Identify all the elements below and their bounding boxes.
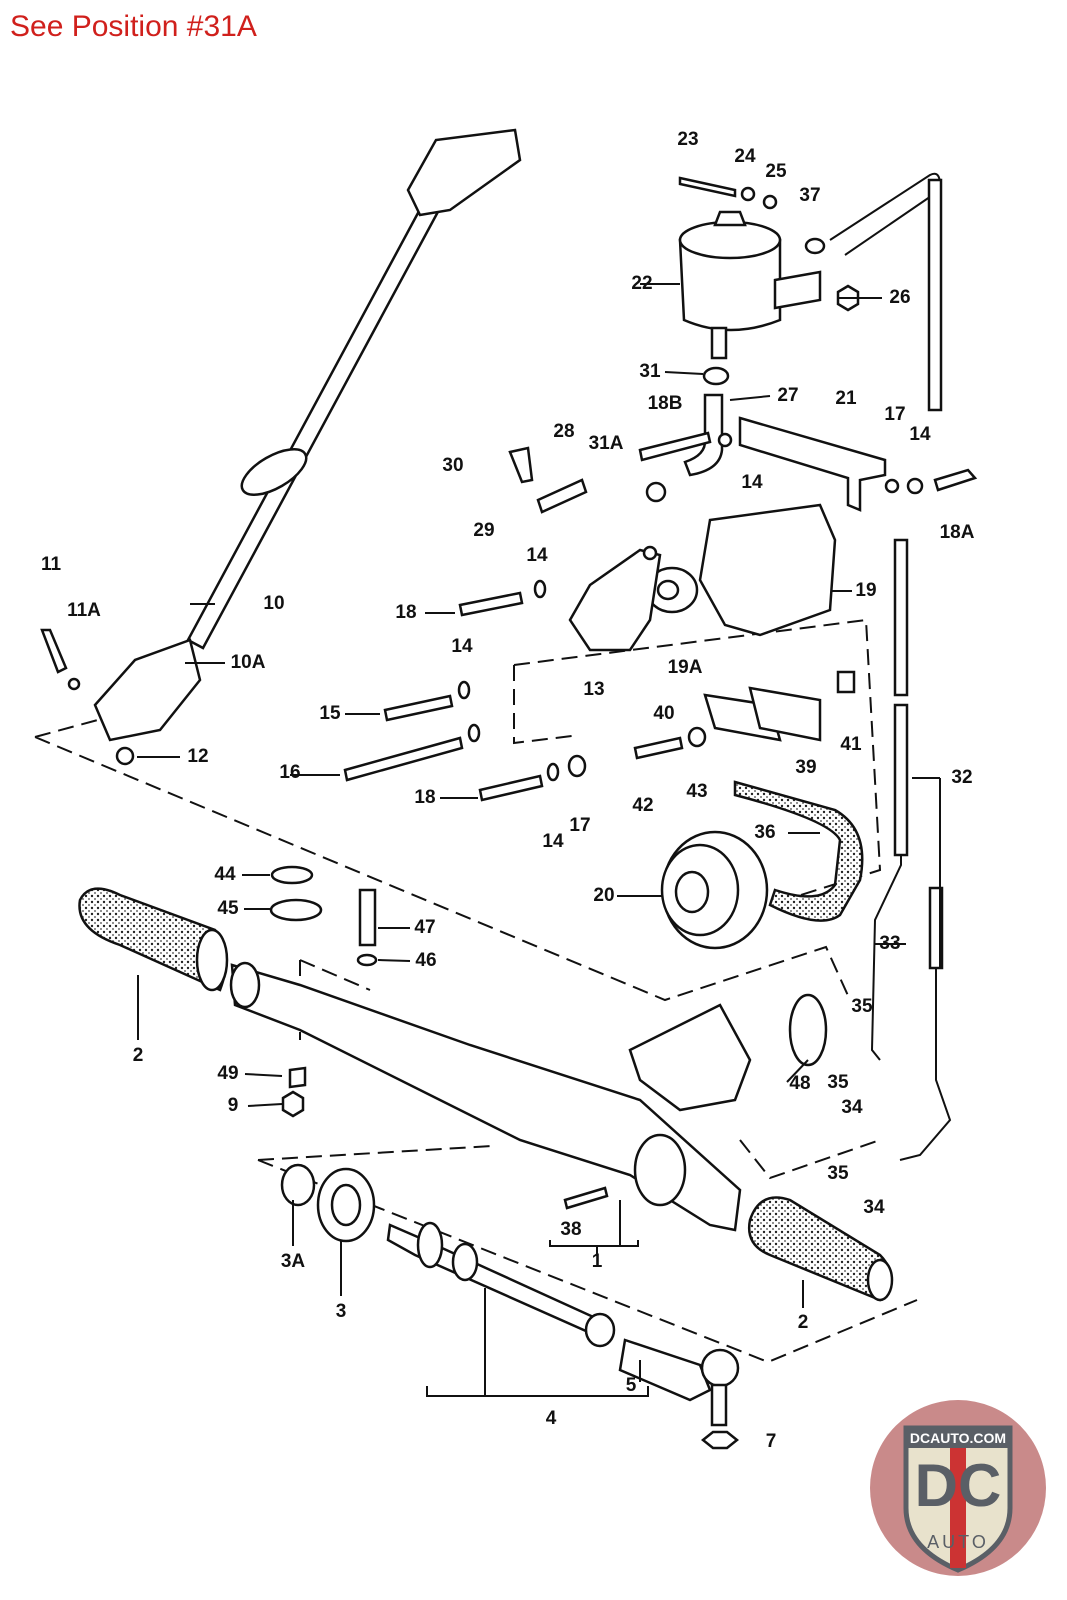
callout-24: 24 bbox=[734, 146, 756, 167]
pump-bracket bbox=[508, 393, 978, 514]
callout-36: 36 bbox=[754, 822, 775, 843]
callout-1: 1 bbox=[592, 1251, 603, 1272]
callout-35: 35 bbox=[851, 996, 873, 1017]
fasteners bbox=[343, 579, 856, 802]
callout-14: 14 bbox=[451, 636, 473, 657]
pressure-lines bbox=[870, 538, 952, 1161]
callout-3: 3 bbox=[336, 1301, 347, 1322]
callout-9: 9 bbox=[228, 1095, 239, 1116]
callout-34: 34 bbox=[841, 1097, 863, 1118]
callout-14: 14 bbox=[741, 472, 763, 493]
callout-18a: 18A bbox=[940, 522, 975, 543]
callout-10a: 10A bbox=[231, 652, 266, 673]
callout-5: 5 bbox=[626, 1375, 637, 1396]
callout-16: 16 bbox=[279, 762, 300, 783]
callout-46: 46 bbox=[415, 950, 436, 971]
callout-17: 17 bbox=[884, 404, 905, 425]
callout-30: 30 bbox=[442, 455, 463, 476]
callout-4: 4 bbox=[546, 1408, 557, 1429]
callout-47: 47 bbox=[414, 917, 435, 938]
callout-7: 7 bbox=[766, 1431, 777, 1452]
callout-18: 18 bbox=[414, 787, 435, 808]
dcauto-logo: DCAUTO.COM DC AUTO bbox=[870, 1400, 1046, 1576]
callout-40: 40 bbox=[653, 703, 674, 724]
reservoir bbox=[678, 172, 943, 412]
callout-49: 49 bbox=[217, 1063, 238, 1084]
callout-28: 28 bbox=[553, 421, 574, 442]
see-position-note: See Position #31A bbox=[10, 10, 257, 43]
callout-10: 10 bbox=[263, 593, 284, 614]
power-steering-pump bbox=[568, 503, 837, 652]
callout-2: 2 bbox=[798, 1312, 809, 1333]
callout-18b: 18B bbox=[648, 393, 683, 414]
callout-11a: 11A bbox=[67, 600, 101, 621]
callout-14: 14 bbox=[526, 545, 548, 566]
callout-35: 35 bbox=[827, 1163, 849, 1184]
callout-48: 48 bbox=[789, 1073, 810, 1094]
callout-39: 39 bbox=[795, 757, 816, 778]
rack-boots bbox=[78, 887, 894, 1302]
callout-35: 35 bbox=[827, 1072, 849, 1093]
callout-19a: 19A bbox=[668, 657, 703, 678]
callout-34: 34 bbox=[863, 1197, 885, 1218]
callout-37: 37 bbox=[799, 185, 820, 206]
callout-15: 15 bbox=[319, 703, 341, 724]
callout-31a: 31A bbox=[589, 433, 624, 454]
steering-rack bbox=[229, 865, 828, 1243]
callout-38: 38 bbox=[560, 1219, 581, 1240]
tie-rod bbox=[386, 1221, 740, 1450]
callout-27: 27 bbox=[777, 385, 798, 406]
callout-3a: 3A bbox=[281, 1251, 306, 1272]
callout-23: 23 bbox=[677, 129, 698, 150]
callout-20: 20 bbox=[593, 885, 614, 906]
logo-top-text: DCAUTO.COM bbox=[910, 1430, 1006, 1446]
callout-43: 43 bbox=[686, 781, 707, 802]
callout-22: 22 bbox=[631, 273, 652, 294]
callout-11: 11 bbox=[41, 554, 62, 575]
callout-14: 14 bbox=[542, 831, 564, 852]
callout-44: 44 bbox=[214, 864, 236, 885]
callout-2: 2 bbox=[133, 1045, 144, 1066]
callout-33: 33 bbox=[879, 933, 900, 954]
steering-shaft bbox=[40, 128, 522, 766]
callout-31: 31 bbox=[639, 361, 661, 382]
callout-32: 32 bbox=[951, 767, 972, 788]
belt-and-pulley bbox=[660, 780, 864, 950]
callout-19: 19 bbox=[855, 580, 876, 601]
callout-45: 45 bbox=[217, 898, 239, 919]
callout-17: 17 bbox=[569, 815, 590, 836]
callout-labels: 23 24 25 37 22 26 31 27 18B 21 17 14 28 … bbox=[41, 129, 975, 1452]
logo-bottom-text: AUTO bbox=[927, 1532, 989, 1552]
callout-21: 21 bbox=[835, 388, 857, 409]
callout-25: 25 bbox=[765, 161, 787, 182]
callout-12: 12 bbox=[187, 746, 208, 767]
callout-41: 41 bbox=[840, 734, 862, 755]
callout-14: 14 bbox=[909, 424, 931, 445]
callout-18: 18 bbox=[395, 602, 416, 623]
callout-13: 13 bbox=[583, 679, 604, 700]
callout-29: 29 bbox=[473, 520, 494, 541]
callout-42: 42 bbox=[632, 795, 653, 816]
leader-lines bbox=[137, 283, 941, 1397]
callout-26: 26 bbox=[889, 287, 910, 308]
logo-letters: DC bbox=[915, 1452, 1002, 1519]
